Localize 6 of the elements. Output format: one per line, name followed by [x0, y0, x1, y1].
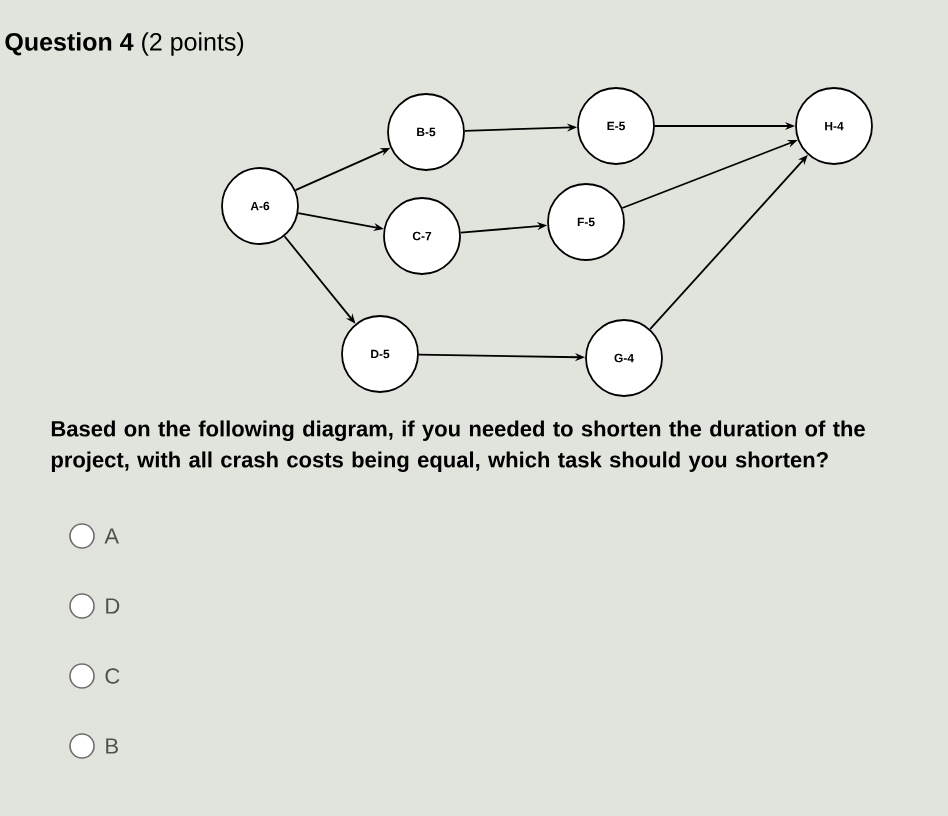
question-title: Question 4 (2 points): [5, 32, 244, 56]
question-text: Based on the following diagram, if you needed to shorten the duration of the project, with all crash costs being equal, which task should you shorten?: [51, 420, 865, 472]
option-label: D: [106, 598, 120, 614]
option-label: C: [105, 668, 120, 684]
option-label: A: [104, 528, 119, 544]
option-label: B: [106, 738, 118, 754]
